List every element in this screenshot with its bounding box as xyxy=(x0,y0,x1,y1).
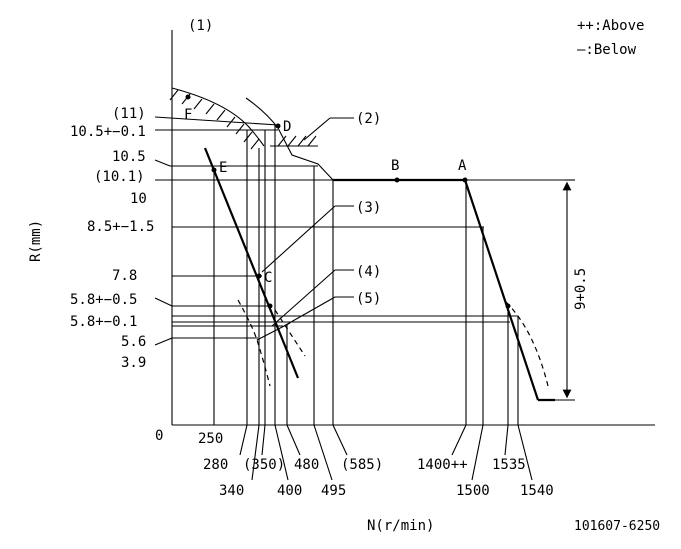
callout-4: (4) xyxy=(356,264,381,280)
y-tick-5-8-05: 5.8+−0.5 xyxy=(70,292,137,308)
vertical-refs xyxy=(213,124,575,425)
idle-dashed-right xyxy=(274,309,306,357)
idle-line xyxy=(203,147,300,379)
figure-id: 101607-6250 xyxy=(574,519,660,534)
legend-below: —:Below xyxy=(577,42,637,58)
x-tick-1500: 1500 xyxy=(456,483,490,499)
callout-2-leader-b xyxy=(303,117,331,141)
y-tick-3-9: 3.9 xyxy=(121,355,146,371)
x-tick-480: 480 xyxy=(294,457,319,473)
tolerance-label: 9+0.5 xyxy=(573,268,589,310)
point-d-label: D xyxy=(283,119,291,135)
x-tick-250: 250 xyxy=(198,431,223,447)
point-e-label: E xyxy=(219,160,227,176)
point-a-label: A xyxy=(458,158,467,174)
point-d xyxy=(275,123,281,129)
x-tick-585: (585) xyxy=(341,457,383,473)
callout-5-leader-b xyxy=(283,296,336,327)
y-tick-10: 10 xyxy=(130,191,147,207)
y-tick-5-8-01: 5.8+−0.1 xyxy=(70,314,137,330)
callout-3: (3) xyxy=(356,200,381,216)
y-tick-10-5-tol: 10.5+−0.1 xyxy=(70,124,146,140)
point-b xyxy=(394,177,400,183)
callout-5: (5) xyxy=(356,291,381,307)
point-f xyxy=(185,94,191,100)
x-tick-340: 340 xyxy=(219,483,244,499)
hatching-d xyxy=(277,135,317,147)
point-a xyxy=(462,177,468,183)
high-speed-dashed xyxy=(505,301,549,387)
y-tick-10-1: (10.1) xyxy=(94,169,145,185)
y-tick-11: (11) xyxy=(112,106,146,122)
point-c-label: C xyxy=(264,270,272,286)
point-f-label: F xyxy=(184,107,192,123)
x-tick-350: (350) xyxy=(243,457,285,473)
x-tick-1540: 1540 xyxy=(520,483,554,499)
x-tick-495: 495 xyxy=(321,483,346,499)
horizontal-refs xyxy=(154,116,575,346)
x-tick-1400: 1400++ xyxy=(417,457,468,473)
y-axis-label: R(mm) xyxy=(28,220,44,262)
callout-3-leader-b xyxy=(261,205,336,273)
callout-2: (2) xyxy=(356,111,381,127)
point-c xyxy=(256,273,262,279)
y-tick-8-5: 8.5+−1.5 xyxy=(87,219,154,235)
x-leaders xyxy=(239,424,533,481)
point-e xyxy=(211,167,217,173)
legend-above: ++:Above xyxy=(577,18,644,34)
point-right xyxy=(505,303,511,309)
point-mid xyxy=(267,303,273,309)
x-axis-label: N(r/min) xyxy=(367,518,434,534)
y-tick-5-6: 5.6 xyxy=(121,334,146,350)
point-b-label: B xyxy=(391,158,399,174)
high-speed-drop xyxy=(463,179,540,401)
x-tick-400: 400 xyxy=(277,483,302,499)
top-marker: (1) xyxy=(188,18,213,34)
y-tick-7-8: 7.8 xyxy=(112,268,137,284)
y-tick-10-5: 10.5 xyxy=(112,149,146,165)
callout-4-leader-b xyxy=(271,269,336,327)
x-tick-1535: 1535 xyxy=(492,457,526,473)
x-tick-280: 280 xyxy=(203,457,228,473)
origin-label: 0 xyxy=(155,428,163,444)
full-load-line xyxy=(277,127,465,181)
